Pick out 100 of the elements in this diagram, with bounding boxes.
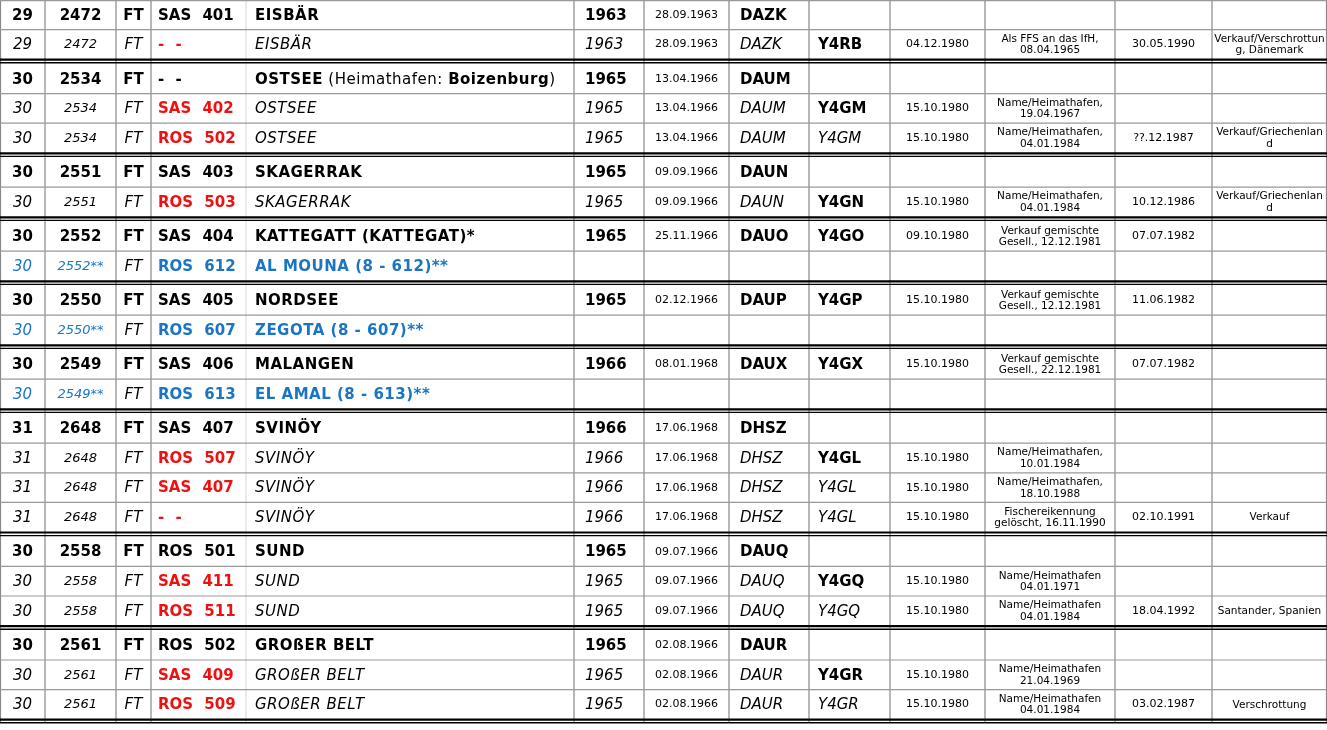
date: 15.10.1980 [906, 511, 969, 524]
build-year: 1965 [585, 292, 627, 309]
type-code: FT [124, 385, 143, 403]
radio-call-sign: Y4RB [818, 36, 863, 53]
group-number: 31 [12, 479, 33, 496]
date: 07.07.1982 [1132, 230, 1195, 243]
group-number: 29 [12, 6, 33, 24]
radio-call-sign: Y4GX [818, 356, 864, 373]
registration: ROS 612 [158, 257, 236, 275]
fate-note: Verkauf/Griechenland [1215, 126, 1324, 150]
call-sign: DAUR [740, 696, 784, 713]
call-sign: DHSZ [740, 508, 783, 526]
type-code: FT [124, 449, 143, 467]
group-number: 30 [12, 385, 33, 403]
commission-date: 09.09.1966 [655, 195, 718, 209]
ship-name: ZEGOTA (8 - 607)** [255, 321, 424, 339]
radio-call-sign: Y4GQ [818, 572, 865, 590]
call-sign: DAUQ [740, 543, 789, 560]
hull-number: 2648 [63, 480, 98, 495]
fate-note: Santander, Spanien [1217, 605, 1322, 617]
radio-call-sign: Y4GP [818, 292, 863, 309]
commission-date: 09.07.1966 [655, 575, 718, 588]
registration: ROS 501 [158, 543, 236, 560]
call-sign: DAUQ [740, 572, 785, 590]
hull-number: 2550 [59, 292, 102, 309]
commission-date: 08.01.1968 [655, 358, 718, 371]
hull-number: 2551 [63, 194, 98, 210]
hull-number: 2648 [63, 510, 98, 525]
registration: ROS 503 [158, 193, 236, 211]
group-number: 30 [12, 572, 33, 590]
fate-note: Verschrottung [1232, 698, 1307, 711]
registration: ROS 509 [158, 696, 236, 713]
remark: Verkauf gemischte Gesell., 12.12.1981 [997, 288, 1103, 312]
build-year: 1965 [585, 228, 627, 245]
call-sign: DAUM [740, 100, 786, 117]
hull-number: 2550** [57, 322, 104, 338]
ship-name: EL AMAL (8 - 613)** [255, 385, 431, 403]
date: 15.10.1980 [906, 294, 969, 307]
registration: ROS 502 [158, 129, 236, 147]
build-year: 1965 [585, 164, 627, 181]
build-year: 1963 [585, 6, 627, 24]
date: 15.10.1980 [906, 131, 969, 145]
date: 02.10.1991 [1132, 511, 1195, 524]
group-number: 30 [12, 193, 33, 211]
fate-note: Verkauf [1249, 511, 1290, 523]
date: 15.10.1980 [906, 575, 969, 588]
registration: ROS 607 [158, 321, 236, 339]
commission-date: 09.07.1966 [655, 604, 718, 617]
type-code: FT [124, 100, 143, 117]
hull-number: 2534 [63, 101, 98, 116]
registration: SAS 407 [158, 479, 234, 496]
group-number: 30 [12, 636, 33, 654]
hull-number: 2534 [63, 130, 98, 146]
hull-number: 2552** [57, 258, 104, 274]
ship-name: OSTSEE [255, 100, 317, 117]
hull-number: 2558 [63, 603, 98, 618]
date: 30.05.1990 [1132, 38, 1195, 51]
remark: Verkauf gemischte Gesell., 22.12.1981 [997, 352, 1103, 376]
date: 15.10.1980 [906, 358, 969, 371]
ship-name: SVINÖY [255, 508, 315, 526]
group-number: 30 [12, 70, 33, 88]
date: 03.02.1987 [1132, 698, 1195, 711]
type-code: FT [123, 292, 144, 309]
date: 18.04.1992 [1132, 604, 1195, 617]
remark: Als FFS an das IfH, 08.04.1965 [1000, 32, 1100, 56]
group-number: 30 [12, 257, 33, 275]
registration: ROS 507 [158, 449, 236, 467]
ship-name: MALANGEN [255, 356, 355, 373]
type-code: FT [123, 228, 144, 245]
commission-date: 13.04.1966 [655, 102, 718, 115]
hull-number: 2648 [63, 450, 98, 466]
hull-number: 2648 [59, 420, 102, 437]
registration: SAS 401 [158, 6, 234, 24]
type-code: FT [124, 602, 143, 620]
hull-number: 2558 [59, 543, 102, 560]
type-code: FT [124, 193, 143, 211]
hull-number: 2561 [63, 667, 98, 682]
build-year: 1965 [585, 666, 624, 684]
commission-date: 02.08.1966 [655, 668, 718, 681]
radio-call-sign: Y4GL [818, 479, 857, 496]
call-sign: DAUM [740, 129, 786, 147]
ship-name: AL MOUNA (8 - 612)** [255, 257, 449, 275]
call-sign: DAUQ [740, 602, 785, 620]
group-number: 30 [12, 543, 33, 560]
group-number: 30 [12, 696, 33, 713]
type-code: FT [123, 6, 144, 24]
registration: SAS 402 [158, 100, 234, 117]
type-code: FT [124, 321, 143, 339]
ship-name: GROßER BELT [255, 666, 365, 684]
call-sign: DAUN [740, 193, 784, 211]
call-sign: DAUP [740, 292, 787, 309]
type-code: FT [124, 572, 143, 590]
date: 09.10.1980 [906, 230, 969, 243]
type-code: FT [124, 666, 143, 684]
remark: Name/Heimathafen, 10.01.1984 [996, 446, 1104, 470]
call-sign: DHSZ [740, 449, 783, 467]
commission-date: 17.06.1968 [655, 481, 718, 494]
build-year: 1965 [585, 572, 624, 590]
commission-date: 02.08.1966 [655, 698, 718, 711]
commission-date: 28.09.1963 [655, 38, 718, 51]
